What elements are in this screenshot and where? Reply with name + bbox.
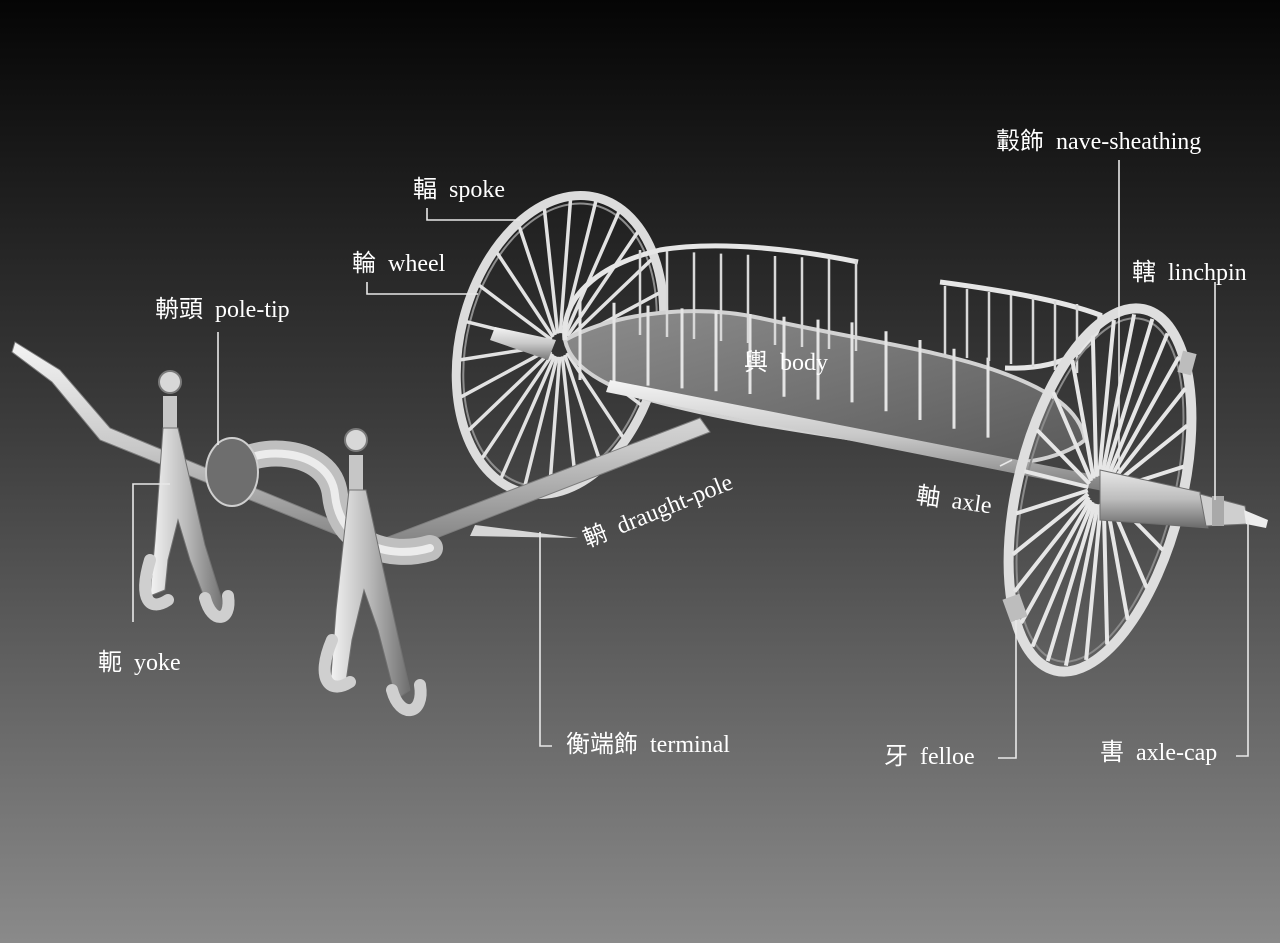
right-wheel — [1002, 303, 1268, 677]
label-felloe-en: felloe — [920, 744, 975, 770]
label-axle-cap: 軎 axle-cap — [1100, 741, 1217, 765]
spoke — [1019, 498, 1093, 624]
label-terminal-en: terminal — [650, 732, 730, 758]
spoke — [558, 200, 573, 334]
spoke — [1030, 501, 1095, 648]
spoke — [1084, 503, 1103, 661]
spoke — [1102, 318, 1155, 478]
label-wheel: 輪 wheel — [352, 252, 445, 276]
label-axle-zh: 軸 — [914, 483, 942, 513]
leader-axle — [999, 459, 1013, 467]
spoke — [460, 347, 551, 399]
label-yoke: 軛 yoke — [98, 651, 181, 675]
label-body: 輿 body — [744, 351, 828, 375]
label-felloe-zh: 牙 — [884, 744, 908, 770]
label-wheel-en: wheel — [388, 251, 446, 277]
yoke-right-shape — [318, 428, 427, 716]
label-linchpin-en: linchpin — [1168, 260, 1247, 286]
spoke — [1100, 313, 1137, 477]
spoke — [499, 354, 557, 479]
label-axle-cap-zh: 軎 — [1100, 740, 1124, 766]
label-yoke-zh: 軛 — [98, 650, 122, 676]
label-linchpin-zh: 轄 — [1132, 260, 1156, 286]
spoke — [517, 226, 557, 336]
spoke — [495, 252, 555, 339]
label-body-zh: 輿 — [744, 350, 768, 376]
leader-axle-cap — [1236, 520, 1249, 757]
leader-spoke — [426, 208, 520, 221]
leader-terminal — [539, 532, 552, 747]
spoke — [1051, 391, 1094, 482]
label-terminal: 衡端飾 terminal — [566, 733, 730, 757]
label-felloe: 牙 felloe — [884, 745, 975, 769]
leader-wheel — [366, 282, 478, 295]
spoke — [522, 356, 559, 490]
label-terminal-zh: 衡端飾 — [566, 732, 638, 758]
spoke — [563, 211, 621, 336]
yoke-left-shape — [139, 370, 235, 623]
label-pole-tip-zh: 輈頭 — [155, 297, 203, 323]
label-pole-tip: 輈頭 pole-tip — [155, 298, 290, 322]
spoke — [542, 208, 560, 334]
label-pole-tip-en: pole-tip — [215, 297, 290, 323]
label-yoke-en: yoke — [134, 650, 181, 676]
spoke — [1101, 503, 1110, 645]
leader-yoke — [132, 483, 170, 622]
pole-tip-disc — [205, 437, 259, 507]
spoke — [1109, 387, 1188, 485]
spoke — [1097, 319, 1116, 477]
spoke — [1023, 469, 1089, 490]
spoke — [1015, 488, 1089, 516]
label-spoke-zh: 輻 — [413, 177, 437, 203]
spoke — [565, 351, 625, 438]
label-spoke-en: spoke — [449, 177, 505, 203]
label-spoke: 輻 spoke — [413, 178, 505, 202]
spoke — [480, 352, 555, 459]
label-nave-sheathing-en: nave-sheathing — [1056, 129, 1202, 155]
spoke — [1011, 492, 1090, 557]
spoke — [1090, 335, 1099, 477]
spoke — [1035, 428, 1091, 486]
label-linchpin: 轄 linchpin — [1132, 261, 1247, 285]
label-nave-sheathing: 轂飾 nave-sheathing — [996, 130, 1201, 154]
axle-shape — [606, 380, 1110, 492]
spoke — [467, 350, 553, 432]
label-body-en: body — [780, 350, 828, 376]
spoke — [478, 284, 553, 342]
leader-felloe — [998, 620, 1017, 759]
draught-pole-shape — [11, 341, 711, 557]
leader-lines — [132, 160, 1249, 759]
label-nave-sheathing-zh: 轂飾 — [996, 129, 1044, 155]
spoke — [1107, 356, 1181, 482]
label-axle-en: axle — [950, 488, 994, 520]
spoke — [1012, 495, 1091, 593]
label-wheel-zh: 輪 — [352, 251, 376, 277]
spoke — [563, 354, 603, 464]
label-axle-cap-en: axle-cap — [1136, 740, 1218, 766]
spoke — [1045, 502, 1098, 662]
left-wheel — [451, 191, 669, 499]
spoke — [1105, 332, 1170, 479]
spoke — [1063, 503, 1100, 667]
spoke — [547, 356, 562, 490]
spoke — [560, 356, 578, 482]
spoke — [567, 258, 653, 340]
spoke — [1070, 359, 1096, 479]
